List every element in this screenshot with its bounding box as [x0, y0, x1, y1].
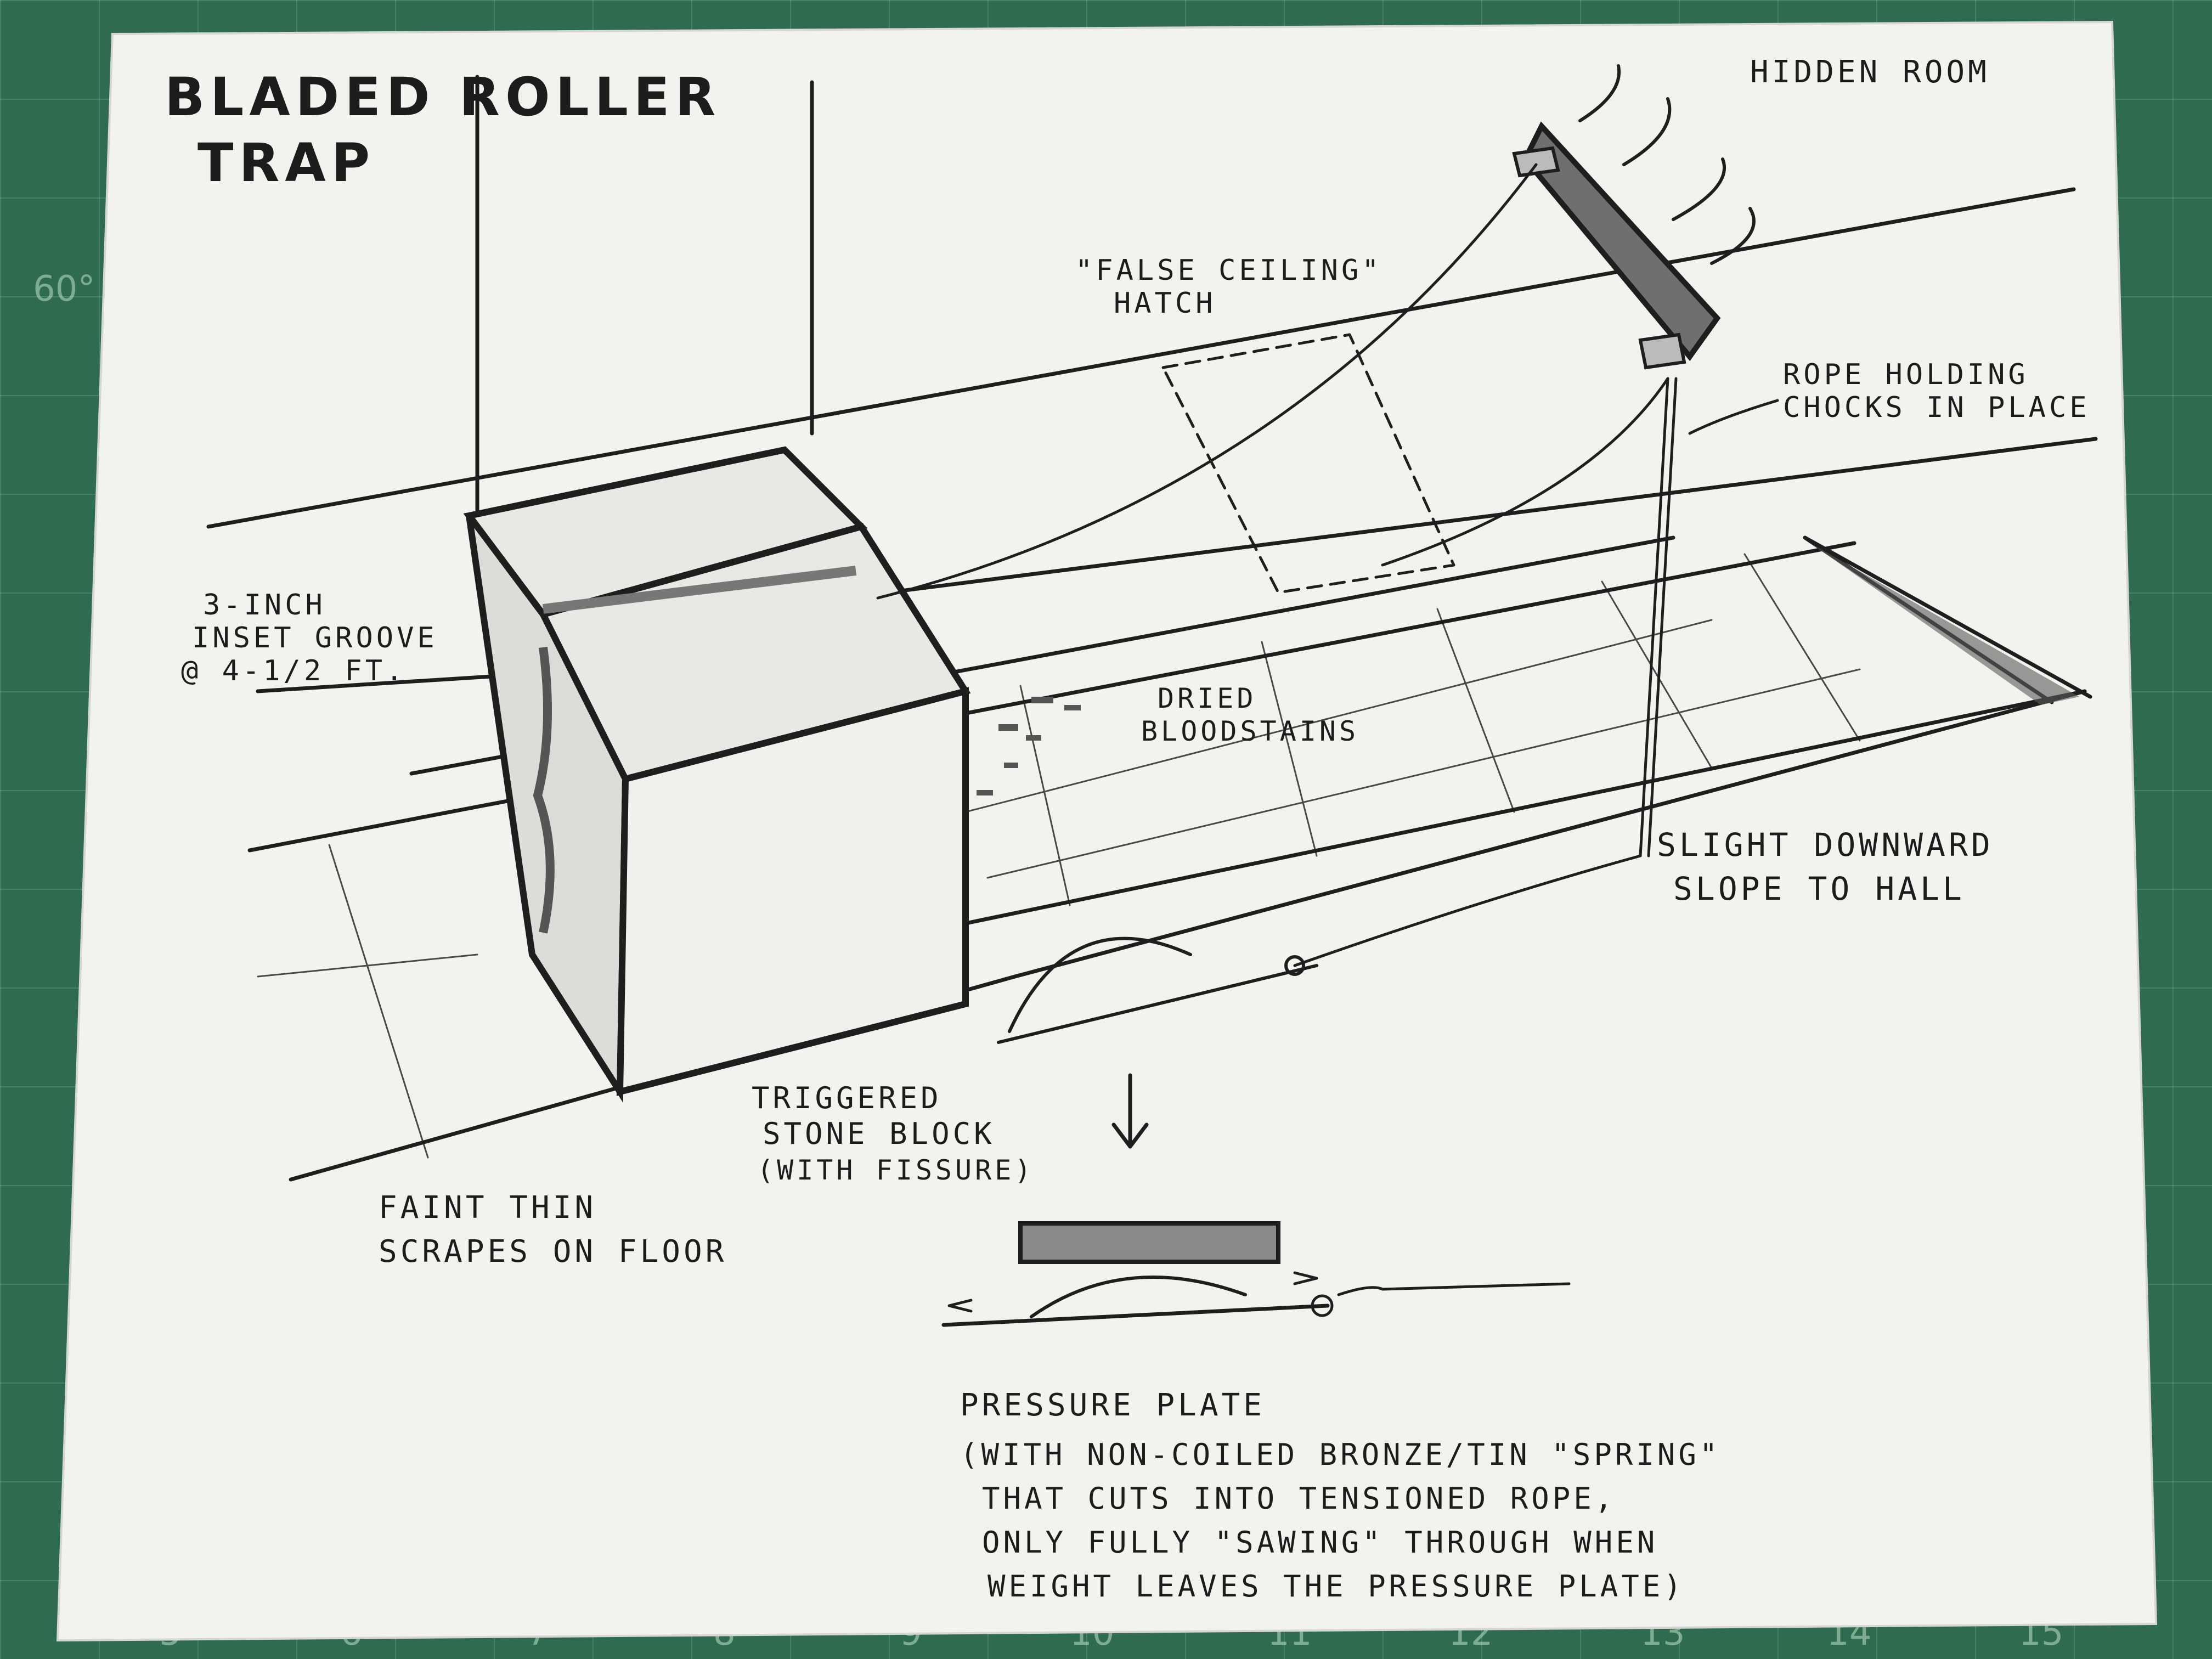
label-faint-thin: FAINT THIN	[379, 1190, 596, 1226]
label-dried: DRIED	[1158, 682, 1257, 714]
paper-sheet	[56, 20, 2158, 1642]
label-plate-note-1: (WITH NON-COILED BRONZE/TIN "SPRING"	[960, 1437, 1720, 1472]
label-chocks: CHOCKS IN PLACE	[1783, 391, 2090, 424]
label-rope-holding: ROPE HOLDING	[1783, 358, 2029, 391]
label-groove-1: 3-INCH	[203, 589, 326, 622]
label-groove-3: @ 4-1/2 FT.	[181, 654, 406, 687]
bladed-roller	[1512, 64, 1756, 370]
label-hidden-room: HIDDEN ROOM	[1750, 54, 1990, 90]
floor-tiles	[257, 553, 1861, 1159]
label-pressure-plate: PRESSURE PLATE	[960, 1387, 1265, 1423]
stone-block	[463, 446, 971, 1103]
pressure-plate-sketch	[997, 936, 1318, 1044]
label-plate-note-3: ONLY FULLY "SAWING" THROUGH WHEN	[982, 1525, 1658, 1560]
label-plate-note-4: WEIGHT LEAVES THE PRESSURE PLATE)	[988, 1569, 1685, 1604]
ropes	[876, 163, 1678, 967]
rope-label-arrow	[1688, 399, 1779, 435]
stone-fissure	[533, 646, 555, 934]
dried-bloodstains	[977, 697, 1081, 795]
label-triggered: TRIGGERED	[752, 1081, 942, 1115]
label-false-ceiling: "FALSE CEILING"	[1075, 254, 1383, 287]
arrow-down-icon	[1111, 1073, 1149, 1149]
label-plate-note-2: THAT CUTS INTO TENSIONED ROPE,	[982, 1481, 1616, 1516]
label-slope-2: SLOPE TO HALL	[1673, 870, 1965, 907]
label-groove-2: INSET GROOVE	[192, 622, 438, 654]
label-bloodstains: BLOODSTAINS	[1141, 715, 1359, 747]
label-scrapes: SCRAPES ON FLOOR	[379, 1234, 727, 1269]
mat-number: 60°	[33, 269, 95, 309]
false-ceiling-hatch	[1161, 333, 1455, 594]
pressure-plate-detail	[941, 1221, 1571, 1327]
label-stone-block: STONE BLOCK	[763, 1116, 995, 1151]
title-line-1: BLADED ROLLER	[165, 66, 721, 128]
label-hatch: HATCH	[1114, 287, 1216, 320]
ramp-shadow	[1810, 543, 2079, 705]
label-slope-1: SLIGHT DOWNWARD	[1657, 826, 1994, 864]
title-line-2: TRAP	[198, 132, 375, 194]
label-with-fissure: (WITH FISSURE)	[757, 1154, 1034, 1186]
